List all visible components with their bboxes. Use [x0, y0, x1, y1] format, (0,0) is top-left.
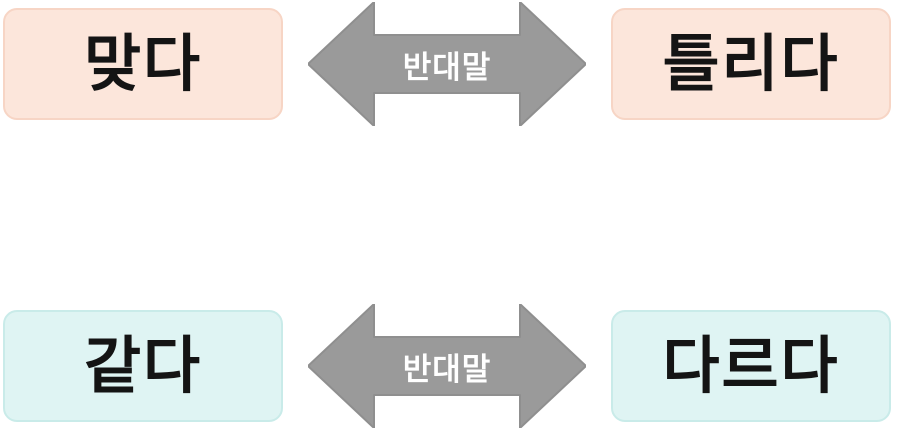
word-text: 틀리다: [662, 27, 840, 100]
double-arrow-icon: 반대말: [308, 2, 586, 126]
double-arrow-icon: 반대말: [308, 304, 586, 428]
word-text: 같다: [83, 329, 203, 402]
antonym-pair-1: 맞다 반대말 틀리다: [0, 2, 900, 126]
word-text: 다르다: [662, 329, 840, 402]
word-box-right: 다르다: [611, 310, 891, 422]
double-arrow-shape: [308, 304, 586, 428]
word-box-left: 같다: [3, 310, 283, 422]
word-text: 맞다: [83, 27, 203, 100]
relation-label: 반대말: [402, 351, 492, 388]
double-arrow-shape: [308, 2, 586, 126]
word-box-left: 맞다: [3, 8, 283, 120]
word-box-right: 틀리다: [611, 8, 891, 120]
antonym-pair-2: 같다 반대말 다르다: [0, 304, 900, 428]
relation-label: 반대말: [402, 49, 492, 86]
